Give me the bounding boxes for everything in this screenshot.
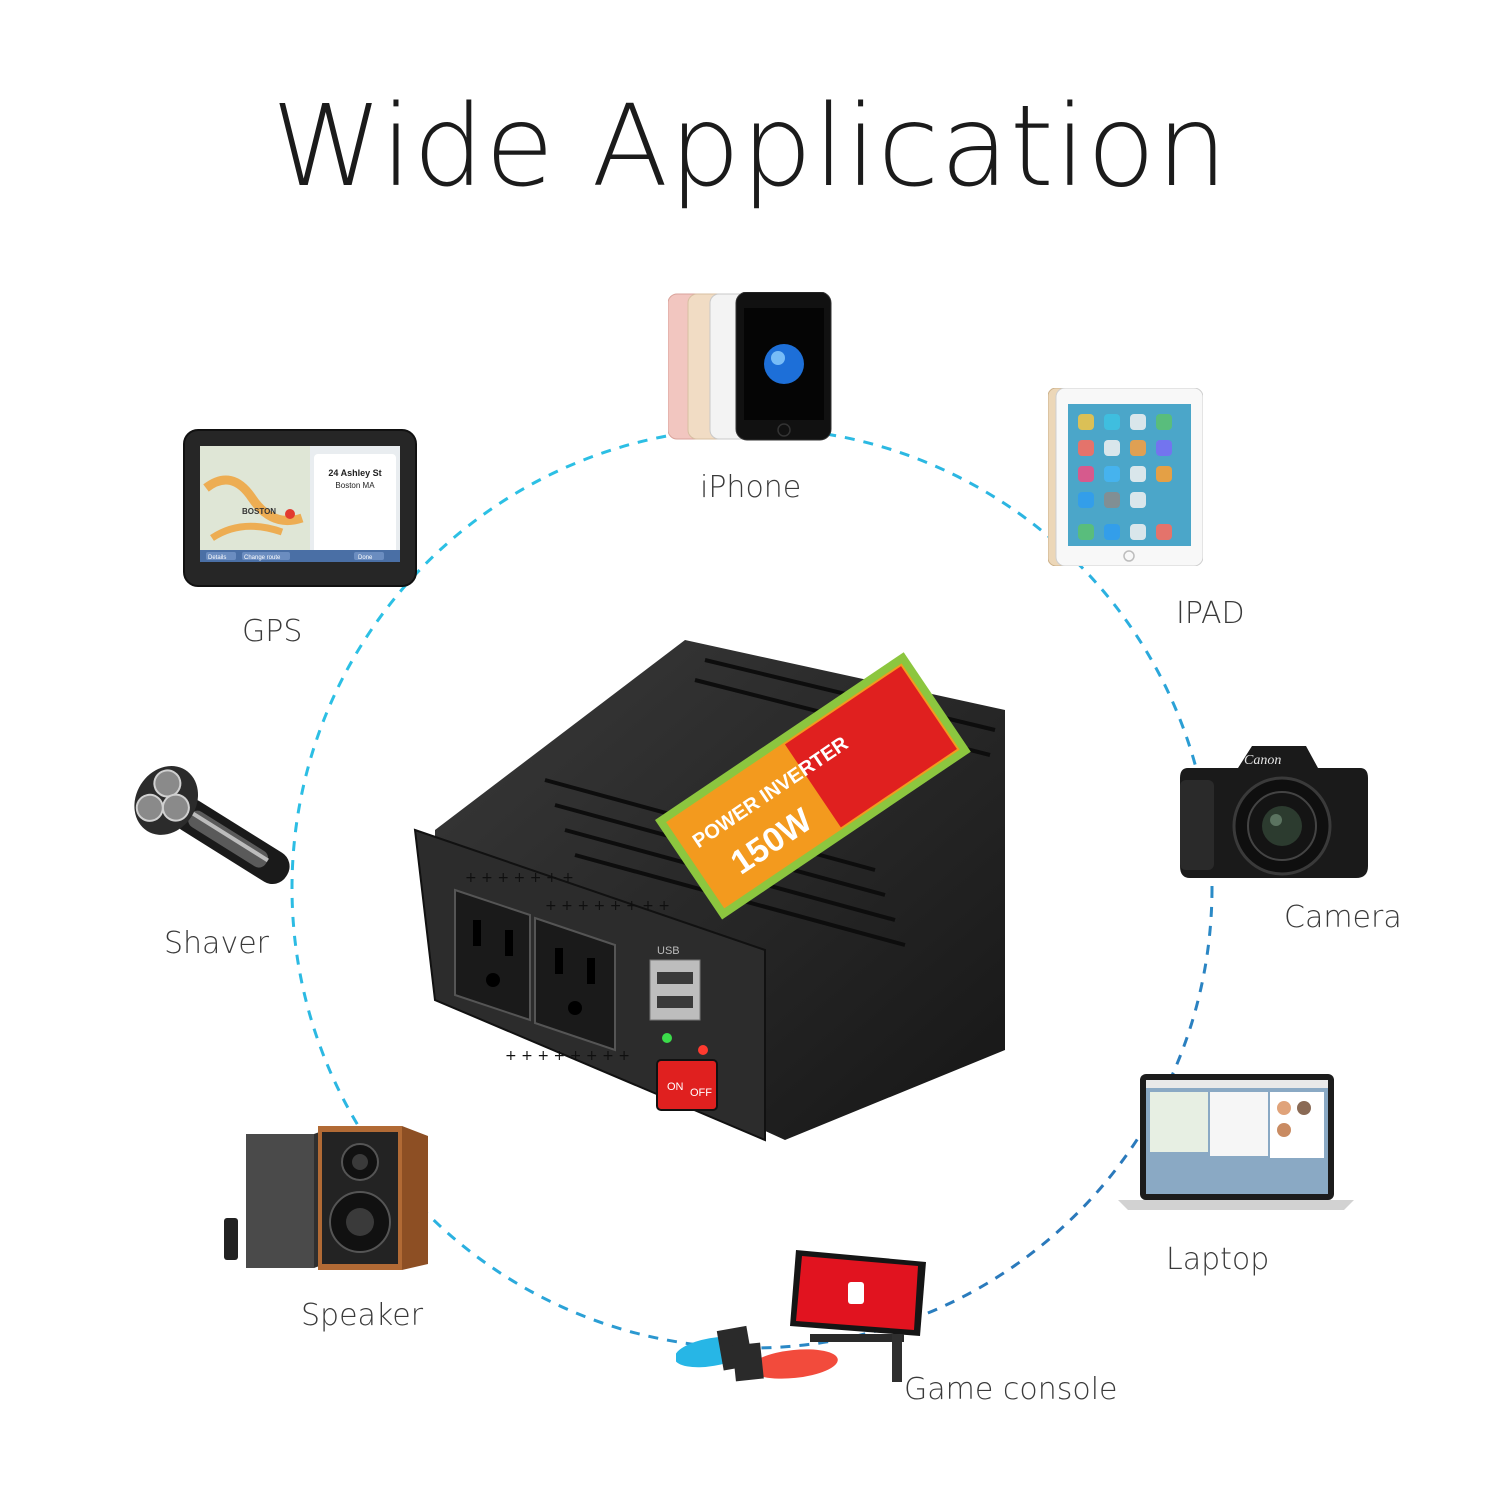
gps-city: Boston MA bbox=[335, 481, 375, 490]
shaver-item bbox=[96, 756, 301, 912]
iphone-icon bbox=[667, 291, 832, 441]
gps-map-label: BOSTON bbox=[242, 507, 276, 516]
gps-change-route-button: Change route bbox=[244, 555, 281, 561]
game-console-label: Game console bbox=[904, 1372, 1118, 1407]
shaver-label: Shaver bbox=[164, 926, 269, 961]
camera-label: Camera bbox=[1284, 900, 1402, 935]
gps-icon: 24 Ashley St Boston MA BOSTON Details Ch… bbox=[183, 429, 417, 587]
laptop-item bbox=[1118, 1074, 1354, 1216]
page-title: Wide Application bbox=[271, 82, 1229, 212]
speaker-icon bbox=[224, 1126, 428, 1270]
laptop-icon bbox=[1118, 1074, 1354, 1210]
power-inverter: POWER INVERTER 150W USB ON OFF + + + + +… bbox=[413, 640, 1005, 1142]
game-console-item bbox=[674, 1246, 930, 1386]
iphone-label: iPhone bbox=[700, 470, 802, 505]
gps-address: 24 Ashley St bbox=[328, 468, 381, 478]
gps-item: 24 Ashley St Boston MA BOSTON Details Ch… bbox=[182, 428, 418, 592]
gps-done-button: Done bbox=[358, 555, 373, 561]
iphone-item bbox=[667, 291, 833, 446]
ipad-label: IPAD bbox=[1176, 596, 1245, 631]
camera-icon: Canon bbox=[1180, 746, 1368, 878]
power-switch: ON OFF bbox=[656, 1033, 718, 1111]
switch-on-text: ON bbox=[667, 1081, 684, 1093]
svg-text:+ + + + + + +: + + + + + + + bbox=[465, 870, 574, 886]
gps-label: GPS bbox=[242, 614, 303, 649]
svg-text:+ + + + + + + +: + + + + + + + + bbox=[545, 898, 670, 914]
camera-item: Canon bbox=[1178, 728, 1370, 884]
ac-outlet-1 bbox=[454, 888, 531, 1022]
ipad-item bbox=[1047, 387, 1204, 570]
ac-outlet-2 bbox=[534, 916, 616, 1052]
inverter-label: POWER INVERTER 150W bbox=[655, 652, 971, 920]
svg-text:Canon: Canon bbox=[1244, 753, 1281, 768]
ipad-icon bbox=[1047, 387, 1204, 567]
gps-details-button: Details bbox=[208, 555, 226, 561]
speaker-label: Speaker bbox=[301, 1298, 424, 1333]
laptop-label: Laptop bbox=[1166, 1242, 1270, 1277]
switch-off-text: OFF bbox=[690, 1087, 712, 1099]
game-console-icon bbox=[674, 1250, 926, 1382]
usb-label: USB bbox=[657, 945, 680, 957]
svg-text:+ + + + + + + +: + + + + + + + + bbox=[505, 1048, 630, 1064]
speaker-item bbox=[218, 1124, 430, 1274]
shaver-icon bbox=[134, 765, 290, 885]
usb-ports: USB bbox=[649, 945, 701, 1021]
